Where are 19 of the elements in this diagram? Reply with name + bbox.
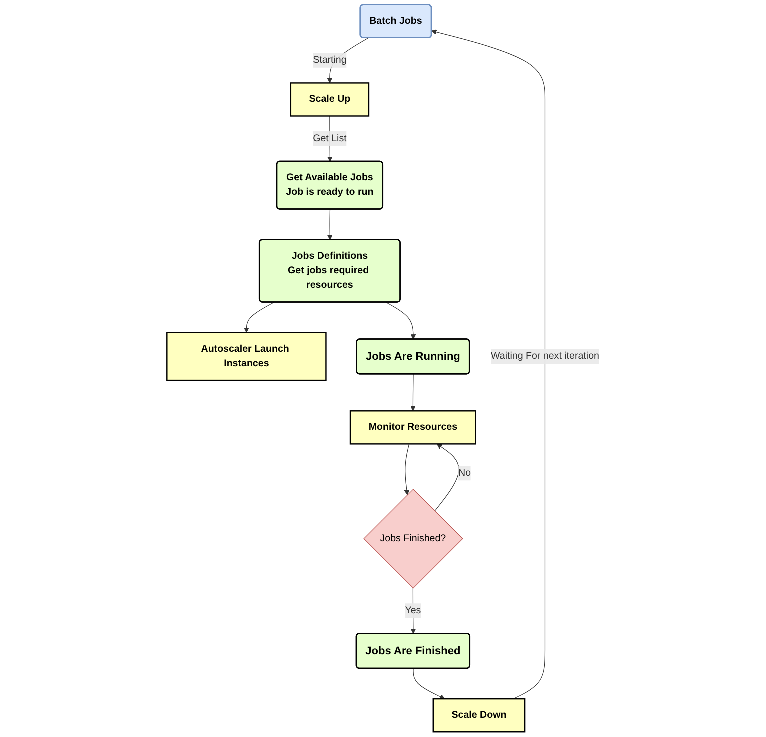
arrow [410,588,416,634]
arrow [327,209,333,240]
arrow [431,30,546,700]
node-diamond: Jobs Finished? [363,489,464,589]
edge-label: Get List [312,133,346,144]
arrow [386,302,416,340]
arrow [404,444,410,496]
node-box: Monitor Resources [350,410,476,445]
arrow [410,374,416,412]
edge-label: Yes [404,605,421,616]
edge-label: Waiting For next iteration [490,351,600,362]
edge-label: Starting [312,55,346,66]
edge-label: No [458,468,471,478]
node-box: Scale Down [432,698,526,733]
arrow [412,668,445,700]
arrow [244,302,274,334]
node-box: Scale Up [290,82,370,117]
arrow [434,444,459,512]
node-box: Autoscaler Launch Instances [166,332,327,382]
